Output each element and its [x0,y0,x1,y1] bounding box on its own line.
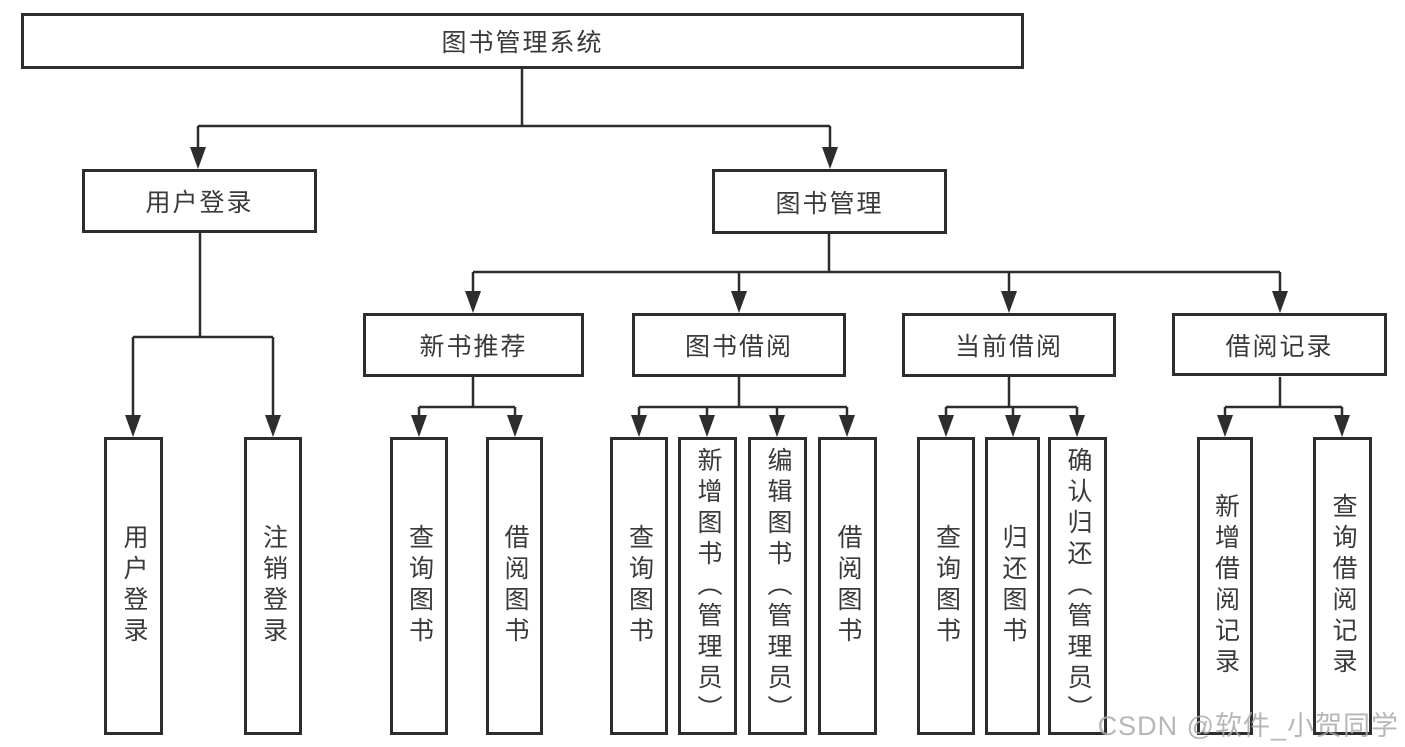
node-label: 新增借阅记录 [1211,493,1240,679]
node-label: 确认归还（管理员） [1064,446,1092,726]
node-label: 新增图书（管理员） [694,446,722,726]
node-label: 编辑图书（管理员） [764,446,792,726]
connector-new-book-children [411,377,523,437]
node-label: 借阅图书 [501,524,529,648]
connector-borrow-record-children [1217,377,1350,437]
node-root-library-system: 图书管理系统 [21,13,1024,69]
node-label: 新书推荐 [419,333,528,361]
node-label: 当前借阅 [954,333,1063,361]
leaf-borrow-books-recommend: 借阅图书 [486,437,543,735]
connector-root-to-level2 [190,69,838,169]
node-book-borrow: 图书借阅 [632,313,846,377]
node-label: 图书借阅 [684,333,793,361]
node-current-borrow: 当前借阅 [902,313,1116,377]
node-label: 用户登录 [145,189,254,217]
node-book-management: 图书管理 [712,169,947,234]
leaf-user-login: 用户登录 [104,437,163,735]
node-label: 图书管理系统 [441,29,604,57]
leaf-query-books-recommend: 查询图书 [390,437,448,735]
connector-current-borrow-children [938,377,1085,437]
node-user-login: 用户登录 [82,169,317,233]
leaf-query-borrow-record: 查询借阅记录 [1313,437,1372,735]
leaf-return-books: 归还图书 [985,437,1040,735]
node-label: 注销登录 [259,524,288,648]
node-label: 查询图书 [405,524,434,648]
leaf-query-books-borrow: 查询图书 [610,437,668,735]
node-label: 查询图书 [625,524,654,648]
connector-book-borrow-children [631,377,855,437]
connector-book-management-children [465,234,1288,313]
leaf-logout: 注销登录 [244,437,302,735]
leaf-edit-book-admin: 编辑图书（管理员） [748,437,807,735]
leaf-add-borrow-record: 新增借阅记录 [1197,437,1253,735]
node-label: 查询借阅记录 [1329,493,1357,679]
leaf-confirm-return-admin: 确认归还（管理员） [1048,437,1107,735]
node-label: 图书管理 [775,189,884,218]
leaf-add-book-admin: 新增图书（管理员） [678,437,737,735]
csdn-watermark: CSDN @软件_小贺同学 [1097,711,1399,741]
node-label: 借阅图书 [834,524,862,648]
node-new-book-recommend: 新书推荐 [363,313,584,377]
node-label: 查询图书 [932,524,961,648]
node-label: 归还图书 [999,524,1027,648]
node-label: 用户登录 [120,524,148,648]
leaf-borrow-books: 借阅图书 [818,437,877,735]
leaf-query-books-current: 查询图书 [917,437,975,735]
node-borrow-records: 借阅记录 [1172,313,1387,376]
connector-user-login-children [125,233,281,437]
node-label: 借阅记录 [1225,332,1334,361]
